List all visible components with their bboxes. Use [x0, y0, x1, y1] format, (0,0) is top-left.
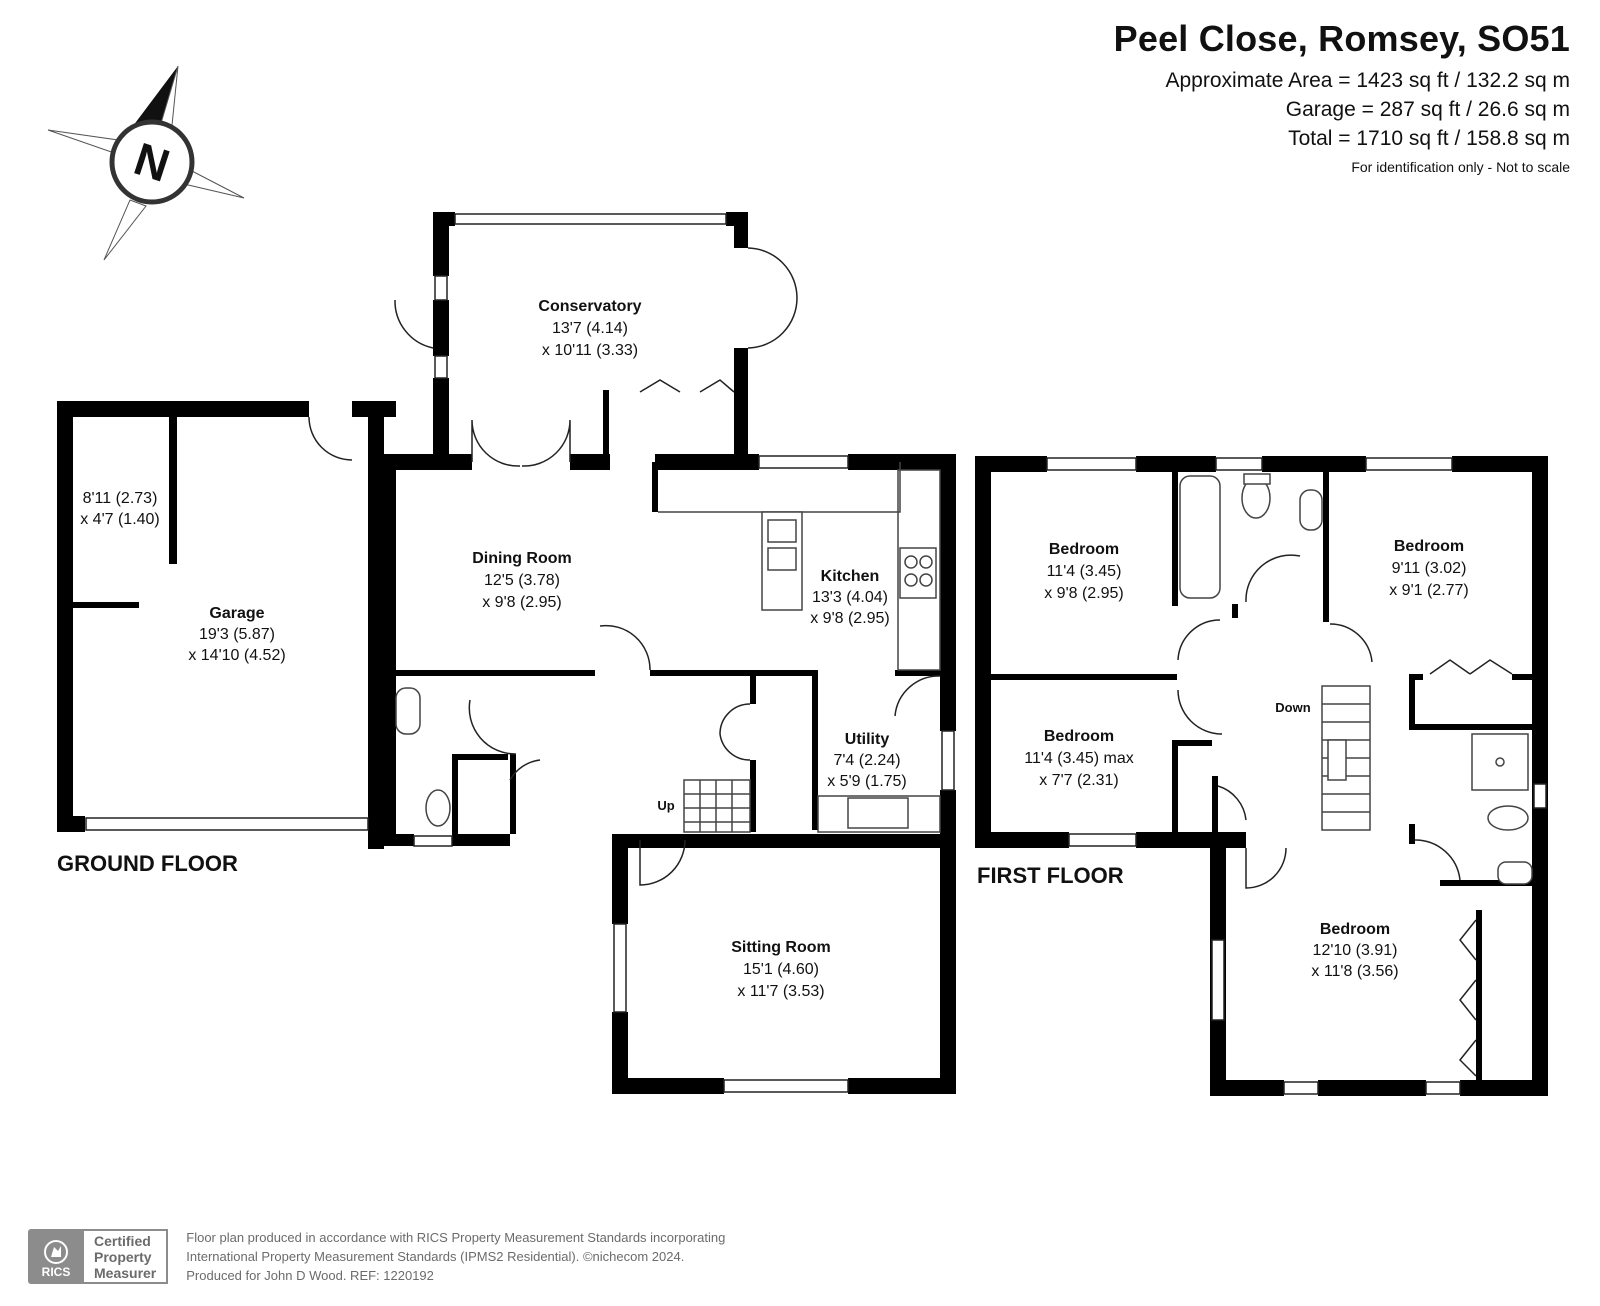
first-floor-openings	[1046, 457, 1547, 1095]
room-name: Kitchen	[821, 568, 880, 585]
badge-line: Certified	[94, 1232, 151, 1249]
rics-logo: RICS	[28, 1229, 84, 1284]
room-dims: x 7'7 (2.31)	[1039, 772, 1119, 789]
room-dims: 13'7 (4.14)	[552, 320, 628, 337]
utility-sink	[847, 797, 909, 829]
ensuite-wc	[1487, 805, 1529, 831]
ensuite-basin	[1497, 861, 1533, 885]
room-dims: 7'4 (2.24)	[833, 752, 900, 769]
room-name: Dining Room	[472, 550, 572, 567]
disclaimer: Floor plan produced in accordance with R…	[186, 1228, 725, 1285]
room-name: Sitting Room	[731, 939, 831, 956]
room-dims: x 14'10 (4.52)	[188, 647, 285, 664]
approximate-area: Approximate Area = 1423 sq ft / 132.2 sq…	[1165, 69, 1571, 92]
rics-crest-icon	[44, 1240, 68, 1264]
rics-mark: RICS	[41, 1265, 71, 1279]
ground-floor-labels: Conservatory 13'7 (4.14) x 10'11 (3.33) …	[57, 298, 907, 1000]
hob	[899, 547, 937, 599]
disclaimer-line: International Property Measurement Stand…	[186, 1249, 685, 1264]
first-floor-walls	[975, 456, 1548, 1096]
total-area: Total = 1710 sq ft / 158.8 sq m	[1288, 127, 1570, 150]
first-floor-fixtures	[1179, 473, 1533, 885]
property-address: Peel Close, Romsey, SO51	[1113, 18, 1570, 59]
room-dims: 11'4 (3.45)	[1047, 563, 1122, 580]
bathroom-basin	[1299, 489, 1323, 531]
room-name: Bedroom	[1320, 921, 1390, 938]
ground-floor-walls	[57, 212, 956, 1094]
room-dims: x 5'9 (1.75)	[827, 773, 907, 790]
room-dims: 11'4 (3.45) max	[1024, 750, 1133, 767]
stairs-up-label: Up	[657, 798, 674, 813]
footer: RICS Certified Property Measurer Floor p…	[28, 1229, 725, 1284]
room-dims: 9'11 (3.02)	[1392, 560, 1467, 577]
scale-note: For identification only - Not to scale	[1351, 159, 1570, 175]
room-dims: x 11'7 (3.53)	[737, 983, 824, 1000]
badge-line: Property	[94, 1248, 152, 1265]
bathtub	[1179, 475, 1221, 599]
room-dims: x 11'8 (3.56)	[1311, 963, 1398, 980]
stairs-down-label: Down	[1275, 700, 1310, 715]
cloakroom-wc	[425, 789, 451, 827]
room-dims: 12'5 (3.78)	[484, 572, 560, 589]
room-name: Bedroom	[1394, 538, 1464, 555]
room-name: Bedroom	[1049, 541, 1119, 558]
room-name: Garage	[209, 605, 264, 622]
certified-measurer-badge: Certified Property Measurer	[84, 1229, 169, 1284]
first-floor-label: FIRST FLOOR	[977, 863, 1124, 888]
first-floor-labels: Bedroom 11'4 (3.45) x 9'8 (2.95) Bedroom…	[977, 538, 1469, 980]
room-dims: x 9'8 (2.95)	[482, 594, 562, 611]
ground-floor-label: GROUND FLOOR	[57, 851, 238, 876]
ground-floor-fixtures	[395, 462, 941, 833]
compass: N	[47, 65, 245, 261]
disclaimer-line: Floor plan produced in accordance with R…	[186, 1230, 726, 1245]
ground-floor-openings	[85, 213, 955, 1093]
plan-header: Peel Close, Romsey, SO51 Approximate Are…	[1114, 18, 1570, 175]
room-dims: 8'11 (2.73)	[83, 490, 158, 507]
room-dims: x 9'8 (2.95)	[810, 610, 890, 627]
room-dims: x 4'7 (1.40)	[80, 511, 160, 528]
room-dims: x 10'11 (3.33)	[542, 342, 638, 359]
garage-area: Garage = 287 sq ft / 26.6 sq m	[1285, 98, 1570, 121]
room-dims: 12'10 (3.91)	[1313, 942, 1398, 959]
room-name: Utility	[845, 731, 890, 748]
disclaimer-line: Produced for John D Wood. REF: 1220192	[186, 1268, 434, 1283]
badge-line: Measurer	[94, 1264, 157, 1281]
room-dims: x 9'8 (2.95)	[1044, 585, 1124, 602]
room-name: Bedroom	[1044, 728, 1114, 745]
cloakroom-basin	[395, 687, 421, 735]
room-dims: 13'3 (4.04)	[812, 589, 888, 606]
room-dims: 19'3 (5.87)	[199, 626, 275, 643]
room-dims: x 9'1 (2.77)	[1389, 582, 1469, 599]
room-name: Conservatory	[538, 298, 641, 315]
room-dims: 15'1 (4.60)	[743, 961, 819, 978]
